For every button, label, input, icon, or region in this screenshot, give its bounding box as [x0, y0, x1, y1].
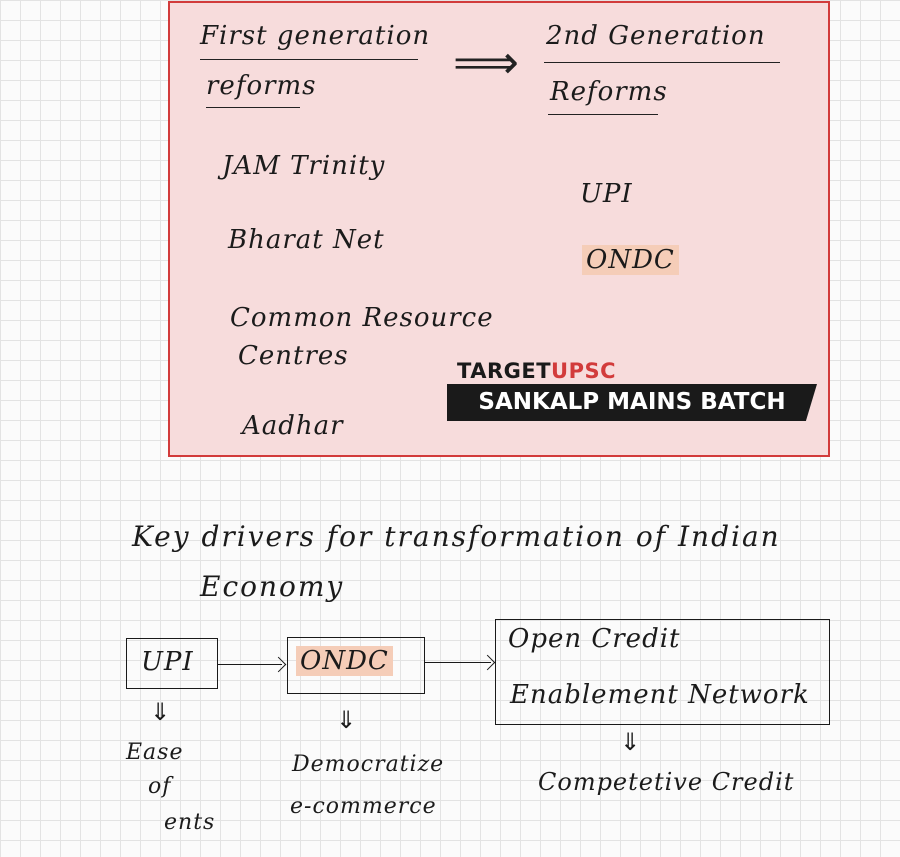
- ondc-outcome-line2: e-commerce: [290, 794, 437, 819]
- first-gen-heading-underline-2: [206, 107, 300, 108]
- upi-outcome-line1: Ease: [126, 740, 184, 765]
- ondc-node: ONDC: [287, 637, 425, 694]
- down-arrow-icon-ocen: ⇓: [620, 728, 641, 756]
- sankalp-banner: SANKALP MAINS BATCH: [447, 384, 817, 421]
- second-gen-heading-line2: Reforms: [550, 77, 668, 107]
- first-gen-item-csc-line2: Centres: [238, 341, 349, 371]
- second-gen-item-upi: UPI: [580, 179, 633, 209]
- arrow-upi-to-ondc: [218, 664, 282, 665]
- reforms-panel: First generation reforms ⟹ 2nd Generatio…: [168, 1, 830, 457]
- first-gen-item-aadhar: Aadhar: [242, 411, 344, 441]
- second-gen-heading-underline-2: [548, 114, 658, 115]
- first-gen-item-jam: JAM Trinity: [222, 151, 386, 181]
- first-gen-heading-line1: First generation: [200, 21, 431, 51]
- first-gen-item-csc-line1: Common Resource: [230, 303, 494, 333]
- ocen-node: Open Credit Enablement Network: [495, 619, 830, 725]
- second-gen-item-ondc: ONDC: [582, 245, 679, 275]
- implies-arrow-icon: ⟹: [453, 35, 519, 89]
- second-gen-heading-underline: [544, 62, 780, 63]
- second-gen-heading-line1: 2nd Generation: [546, 21, 766, 51]
- ondc-node-label: ONDC: [296, 646, 393, 676]
- logo-brand-accent: UPSC: [551, 359, 617, 383]
- ocen-outcome-line1: Competetive Credit: [538, 768, 795, 796]
- upi-outcome-line3: ents: [164, 810, 216, 835]
- arrow-ondc-to-ocen: [425, 662, 491, 663]
- upi-node: UPI: [126, 638, 218, 689]
- drivers-title-line1: Key drivers for transformation of Indian: [132, 520, 781, 553]
- ondc-outcome-line1: Democratize: [292, 752, 445, 777]
- down-arrow-icon-ondc: ⇓: [336, 706, 357, 734]
- drivers-title-line2: Economy: [200, 570, 345, 603]
- upi-outcome-line2: of: [148, 774, 172, 799]
- target-upsc-logo: TARGETUPSC: [457, 359, 616, 383]
- ocen-node-label-line2: Enablement Network: [510, 680, 810, 710]
- upi-node-label: UPI: [141, 647, 194, 677]
- ocen-node-label-line1: Open Credit: [508, 624, 681, 654]
- logo-brand-text: TARGET: [457, 359, 552, 383]
- first-gen-heading-line2: reforms: [206, 71, 317, 101]
- first-gen-item-bharatnet: Bharat Net: [228, 225, 385, 255]
- down-arrow-icon-upi: ⇓: [150, 698, 171, 726]
- first-gen-heading-underline: [200, 59, 418, 60]
